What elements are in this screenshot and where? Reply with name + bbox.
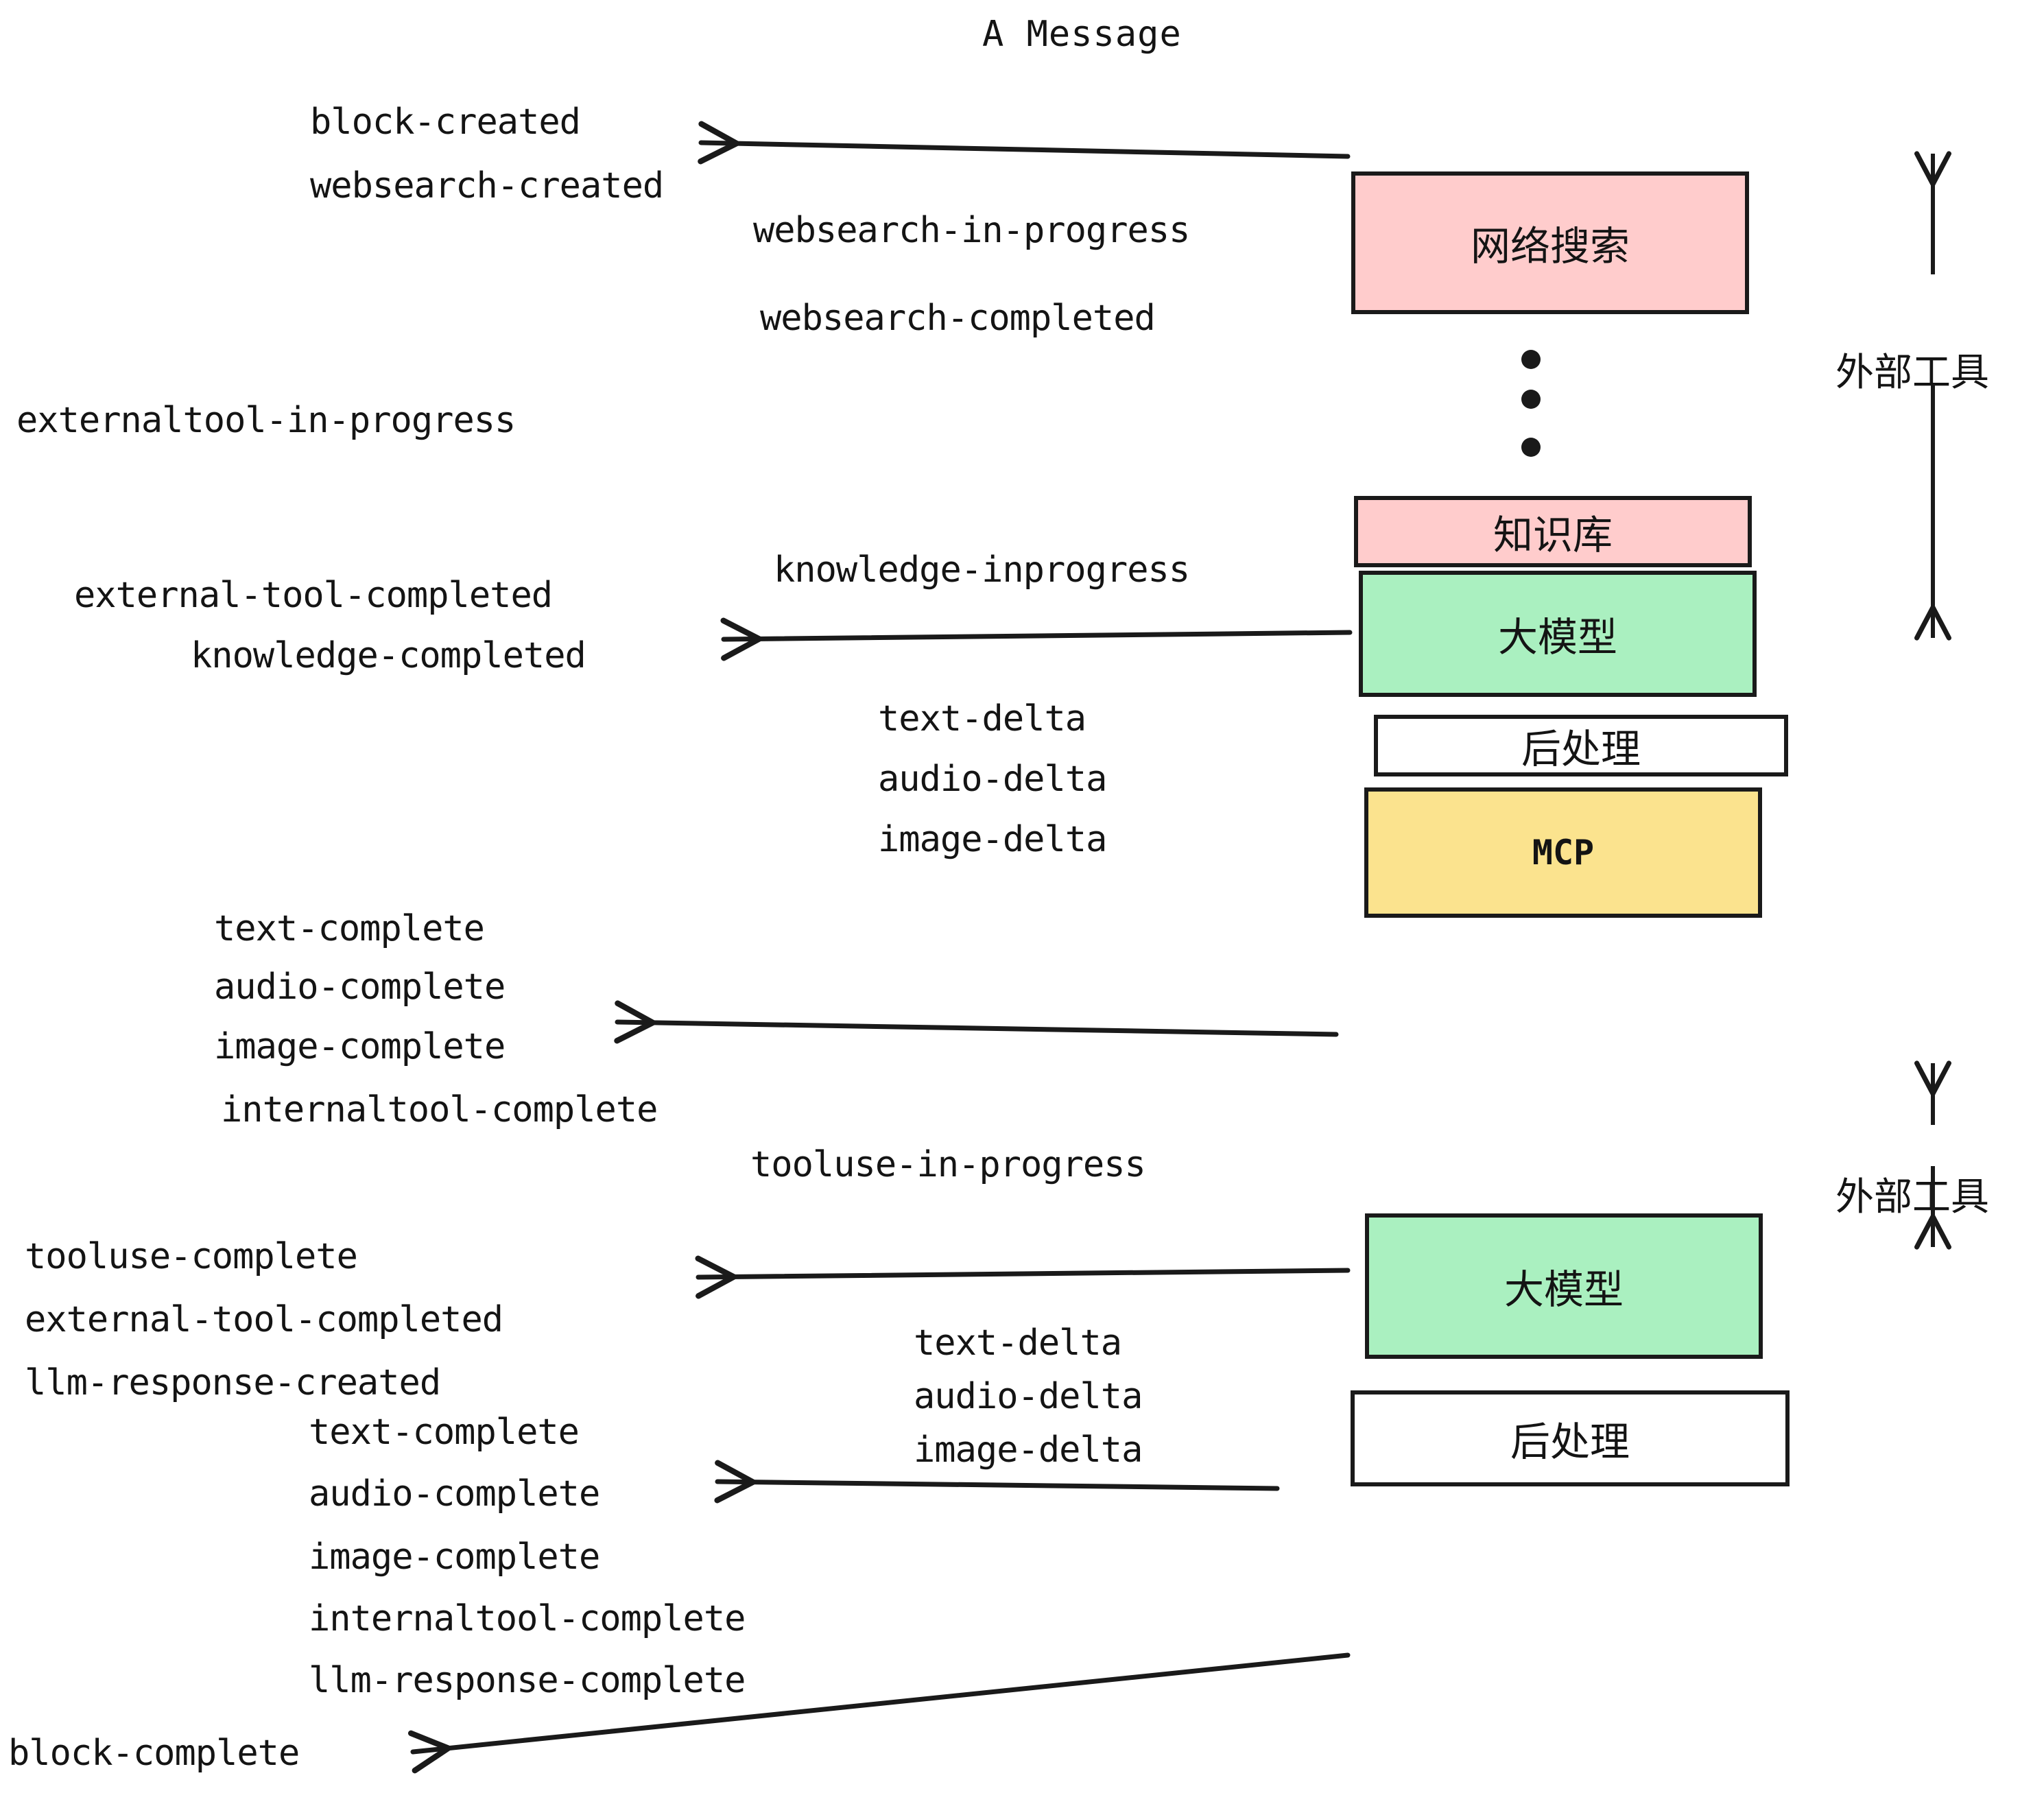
stage-box-llm-2: 大模型 (1365, 1213, 1763, 1359)
stage-box-websearch: 网络搜索 (1351, 171, 1749, 314)
arrow-tooluse-complete (695, 1255, 1351, 1299)
arrow-block-created (698, 121, 1351, 165)
event-label: text-delta (914, 1322, 1122, 1364)
stage-box-postprocess-1: 后处理 (1374, 715, 1788, 776)
event-label: internaltool-complete (221, 1089, 658, 1130)
event-label: text-complete (214, 908, 485, 949)
event-label: text-complete (309, 1412, 580, 1453)
event-label: image-complete (309, 1536, 600, 1578)
event-label: image-delta (914, 1429, 1143, 1471)
event-label: knowledge-inprogress (774, 549, 1190, 591)
event-label: audio-delta (878, 759, 1107, 800)
stage-box-label: 网络搜索 (1470, 223, 1630, 270)
event-label: image-complete (214, 1026, 506, 1067)
bracket-label-external-tools-top: 外部工具 (1835, 351, 1989, 395)
stage-box-label: 大模型 (1497, 614, 1617, 661)
event-label: audio-complete (214, 966, 506, 1008)
event-label: websearch-completed (760, 298, 1156, 339)
ellipsis-dot-icon (1521, 350, 1541, 369)
stage-box-label: MCP (1532, 833, 1595, 873)
event-label: text-delta (878, 698, 1086, 739)
event-label: llm-response-complete (309, 1660, 746, 1701)
event-label: knowledge-completed (191, 635, 586, 676)
event-label: externaltool-in-progress (16, 400, 516, 441)
arrow-image-complete (614, 1000, 1339, 1044)
page-title: A Message (982, 14, 1182, 55)
event-label: internaltool-complete (309, 1598, 746, 1639)
event-label: llm-response-created (25, 1362, 441, 1403)
stage-box-label: 知识库 (1493, 512, 1613, 558)
ellipsis-dot-icon (1521, 390, 1541, 409)
event-label: websearch-created (310, 165, 664, 206)
stage-box-mcp: MCP (1364, 787, 1762, 918)
stage-box-llm-1: 大模型 (1359, 571, 1757, 697)
arrow-knowledge-completed (720, 617, 1353, 661)
event-label: websearch-in-progress (753, 210, 1190, 251)
event-label: audio-delta (914, 1376, 1143, 1417)
event-label: image-delta (878, 819, 1107, 860)
stage-box-label: 后处理 (1510, 1419, 1630, 1465)
ellipsis-dot-icon (1521, 438, 1541, 457)
stage-box-label: 大模型 (1504, 1266, 1624, 1313)
stage-box-label: 后处理 (1521, 726, 1641, 772)
event-label: tooluse-complete (25, 1236, 358, 1277)
event-label: block-created (310, 102, 581, 143)
event-label: external-tool-completed (74, 575, 553, 616)
stage-box-postprocess-2: 后处理 (1351, 1390, 1790, 1486)
event-label: block-complete (8, 1733, 300, 1774)
arrow-audio-complete (714, 1460, 1280, 1504)
event-label: tooluse-in-progress (750, 1144, 1146, 1185)
event-label: external-tool-completed (25, 1299, 503, 1340)
bracket-label-external-tools-bottom: 外部工具 (1835, 1175, 1989, 1220)
event-label: audio-complete (309, 1473, 600, 1515)
stage-box-knowledge: 知识库 (1354, 496, 1752, 567)
